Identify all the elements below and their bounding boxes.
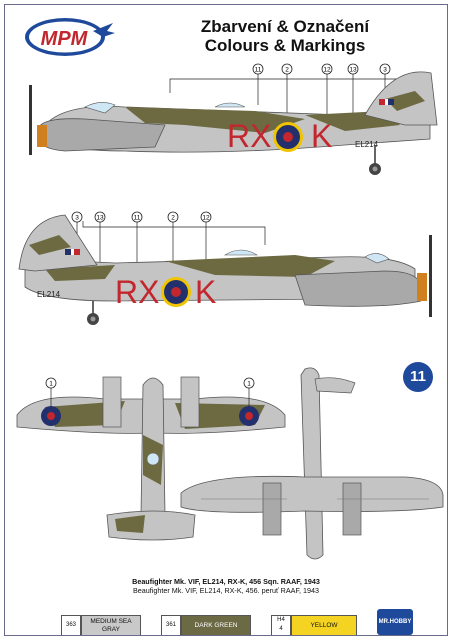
engine-cowling [37,125,47,147]
callouts-top: 11 2 12 13 3 [252,63,391,75]
propeller-blade [29,85,32,155]
callout-11: 11 [255,67,262,74]
profile-right-side: 3 13 11 2 12 RX [18,211,432,325]
fin-flash-2 [65,249,71,255]
logo-text: MPM [41,28,89,50]
callout-3: 3 [383,67,387,74]
svg-text:3: 3 [75,215,79,222]
mr-hobby-logo: MR.HOBBY [377,609,413,635]
swatch-name: MEDIUM SEA GRAY [81,615,141,635]
top-view-left-engine [102,376,122,428]
swatch-yellow: H4 4 YELLOW [271,615,357,635]
profile-left-side: 11 2 12 13 3 RX K [29,63,438,175]
code-letter-right-2: K [195,274,216,310]
aircraft-caption: Beaufighter Mk. VIF, EL214, RX-K, 456 Sq… [5,577,447,595]
top-view-roundel-right [239,406,259,426]
code-letter-right: K [311,118,332,154]
top-view-right-engine [180,376,200,428]
profile-number-badge: 11 [403,362,433,392]
camo-green-rear-2 [45,265,115,281]
callout-2: 2 [285,67,289,74]
swatch-name: DARK GREEN [181,615,251,635]
callouts-second: 3 13 11 2 12 [71,211,212,223]
serial-number-2: EL214 [37,290,61,299]
svg-text:2: 2 [171,215,175,222]
top-view-roundel-left [41,406,61,426]
colour-sheet: MPM Zbarvení & Označení Colours & Markin… [4,4,448,636]
camo-green-2 [165,255,335,277]
tail-camo [385,91,425,111]
serial-number: EL214 [355,140,379,149]
sheet-title: Zbarvení & Označení Colours & Markings [155,17,415,55]
swatch-code: H4 4 [271,615,291,635]
fin-flash-red [379,99,385,105]
fuselage-roundel [273,122,303,152]
bottom-view-fuselage [300,367,324,560]
bottom-view-wing [180,475,444,513]
logo-jet-icon [93,23,115,37]
callout-1-right: 1 [247,381,251,388]
bottom-view [180,367,444,560]
svg-text:13: 13 [96,215,104,222]
code-letters-left-2: RX [115,274,159,310]
callout-1-left: 1 [49,381,53,388]
top-view: 1 1 [16,376,286,541]
callout-12: 12 [323,67,331,74]
canopy-rear [214,102,246,108]
mpm-logo: MPM [25,18,115,56]
camo-green-top [125,107,305,133]
swatch-medium-sea-gray: 363 MEDIUM SEA GRAY [61,615,141,635]
propeller-blade-2 [429,235,432,317]
code-letters-left: RX [227,118,271,154]
engine-nacelle [38,118,166,152]
swatch-name: YELLOW [291,615,357,635]
svg-text:12: 12 [202,215,210,222]
title-czech: Zbarvení & Označení [200,17,370,36]
swatch-dark-green: 361 DARK GREEN [161,615,251,635]
fuselage-roundel-2 [161,277,191,307]
bottom-view-tailplane [314,377,356,394]
swatch-code: 363 [61,615,81,635]
swatch-code: 361 [161,615,181,635]
svg-text:11: 11 [134,215,141,222]
engine-nacelle-2 [294,270,422,307]
callout-13: 13 [349,67,357,74]
plan-views: 1 1 [16,367,444,560]
title-english: Colours & Markings [204,36,366,55]
caption-czech: Beaufighter Mk. VIF, EL214, RX-K, 456. p… [132,586,320,595]
canopy-front [84,102,116,114]
engine-cowling-2 [417,273,427,301]
caption-english: Beaufighter Mk. VIF, EL214, RX-K, 456 Sq… [132,577,320,586]
